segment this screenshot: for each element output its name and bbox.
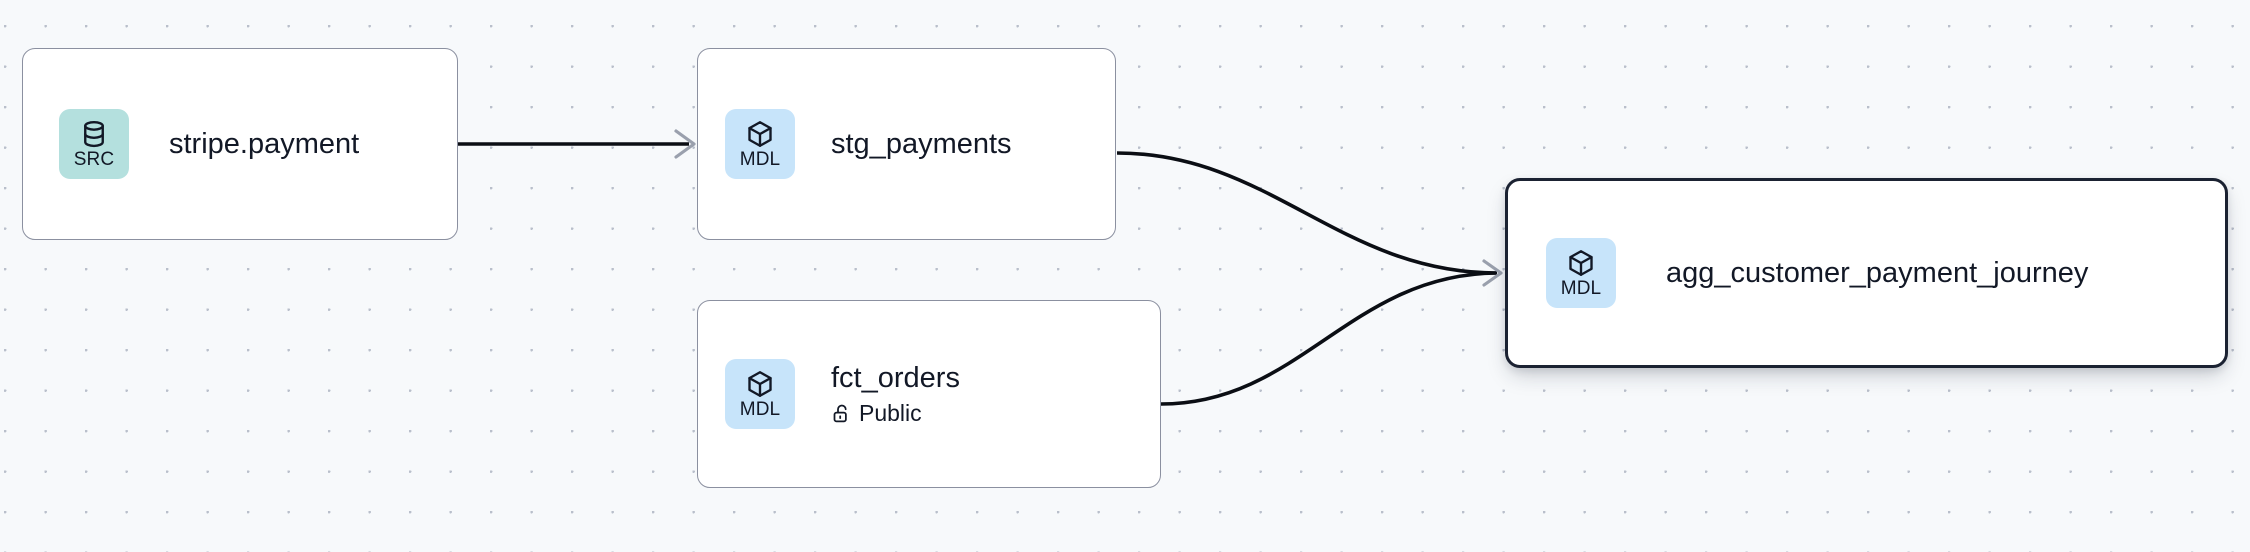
node-agg-customer-payment-journey[interactable]: MDL agg_customer_payment_journey (1505, 178, 2228, 368)
arrowhead-into-agg (1482, 259, 1503, 287)
node-title: stripe.payment (169, 128, 360, 160)
edge-fct-orders-to-agg-customer-payment-journey (1160, 271, 1498, 406)
model-badge-label: MDL (1560, 278, 1602, 299)
source-badge: SRC (59, 109, 129, 179)
node-fct-orders[interactable]: MDL fct_orders Public (697, 300, 1161, 488)
cube-icon (745, 369, 775, 399)
model-badge-label: MDL (739, 149, 781, 170)
model-badge: MDL (1546, 238, 1616, 308)
node-title: fct_orders (831, 362, 960, 394)
node-stg-payments[interactable]: MDL stg_payments (697, 48, 1116, 240)
edge-stripe-payment-to-stg-payments (458, 129, 696, 159)
node-visibility-label: Public (859, 400, 922, 426)
node-stripe-payment[interactable]: SRC stripe.payment (22, 48, 458, 240)
database-icon (79, 119, 109, 149)
source-badge-label: SRC (73, 149, 115, 170)
edge-stg-payments-to-agg-customer-payment-journey (1116, 151, 1498, 275)
node-title: stg_payments (831, 128, 1012, 160)
model-badge-label: MDL (739, 399, 781, 420)
cube-icon (1566, 248, 1596, 278)
node-body: stripe.payment (169, 127, 359, 161)
node-body: fct_orders Public (831, 361, 960, 427)
node-body: stg_payments (831, 127, 1012, 161)
node-body: agg_customer_payment_journey (1666, 256, 2088, 290)
model-badge: MDL (725, 109, 795, 179)
model-badge: MDL (725, 359, 795, 429)
node-visibility: Public (831, 399, 960, 427)
unlock-icon (831, 403, 852, 424)
node-title: agg_customer_payment_journey (1666, 257, 2089, 289)
cube-icon (745, 119, 775, 149)
